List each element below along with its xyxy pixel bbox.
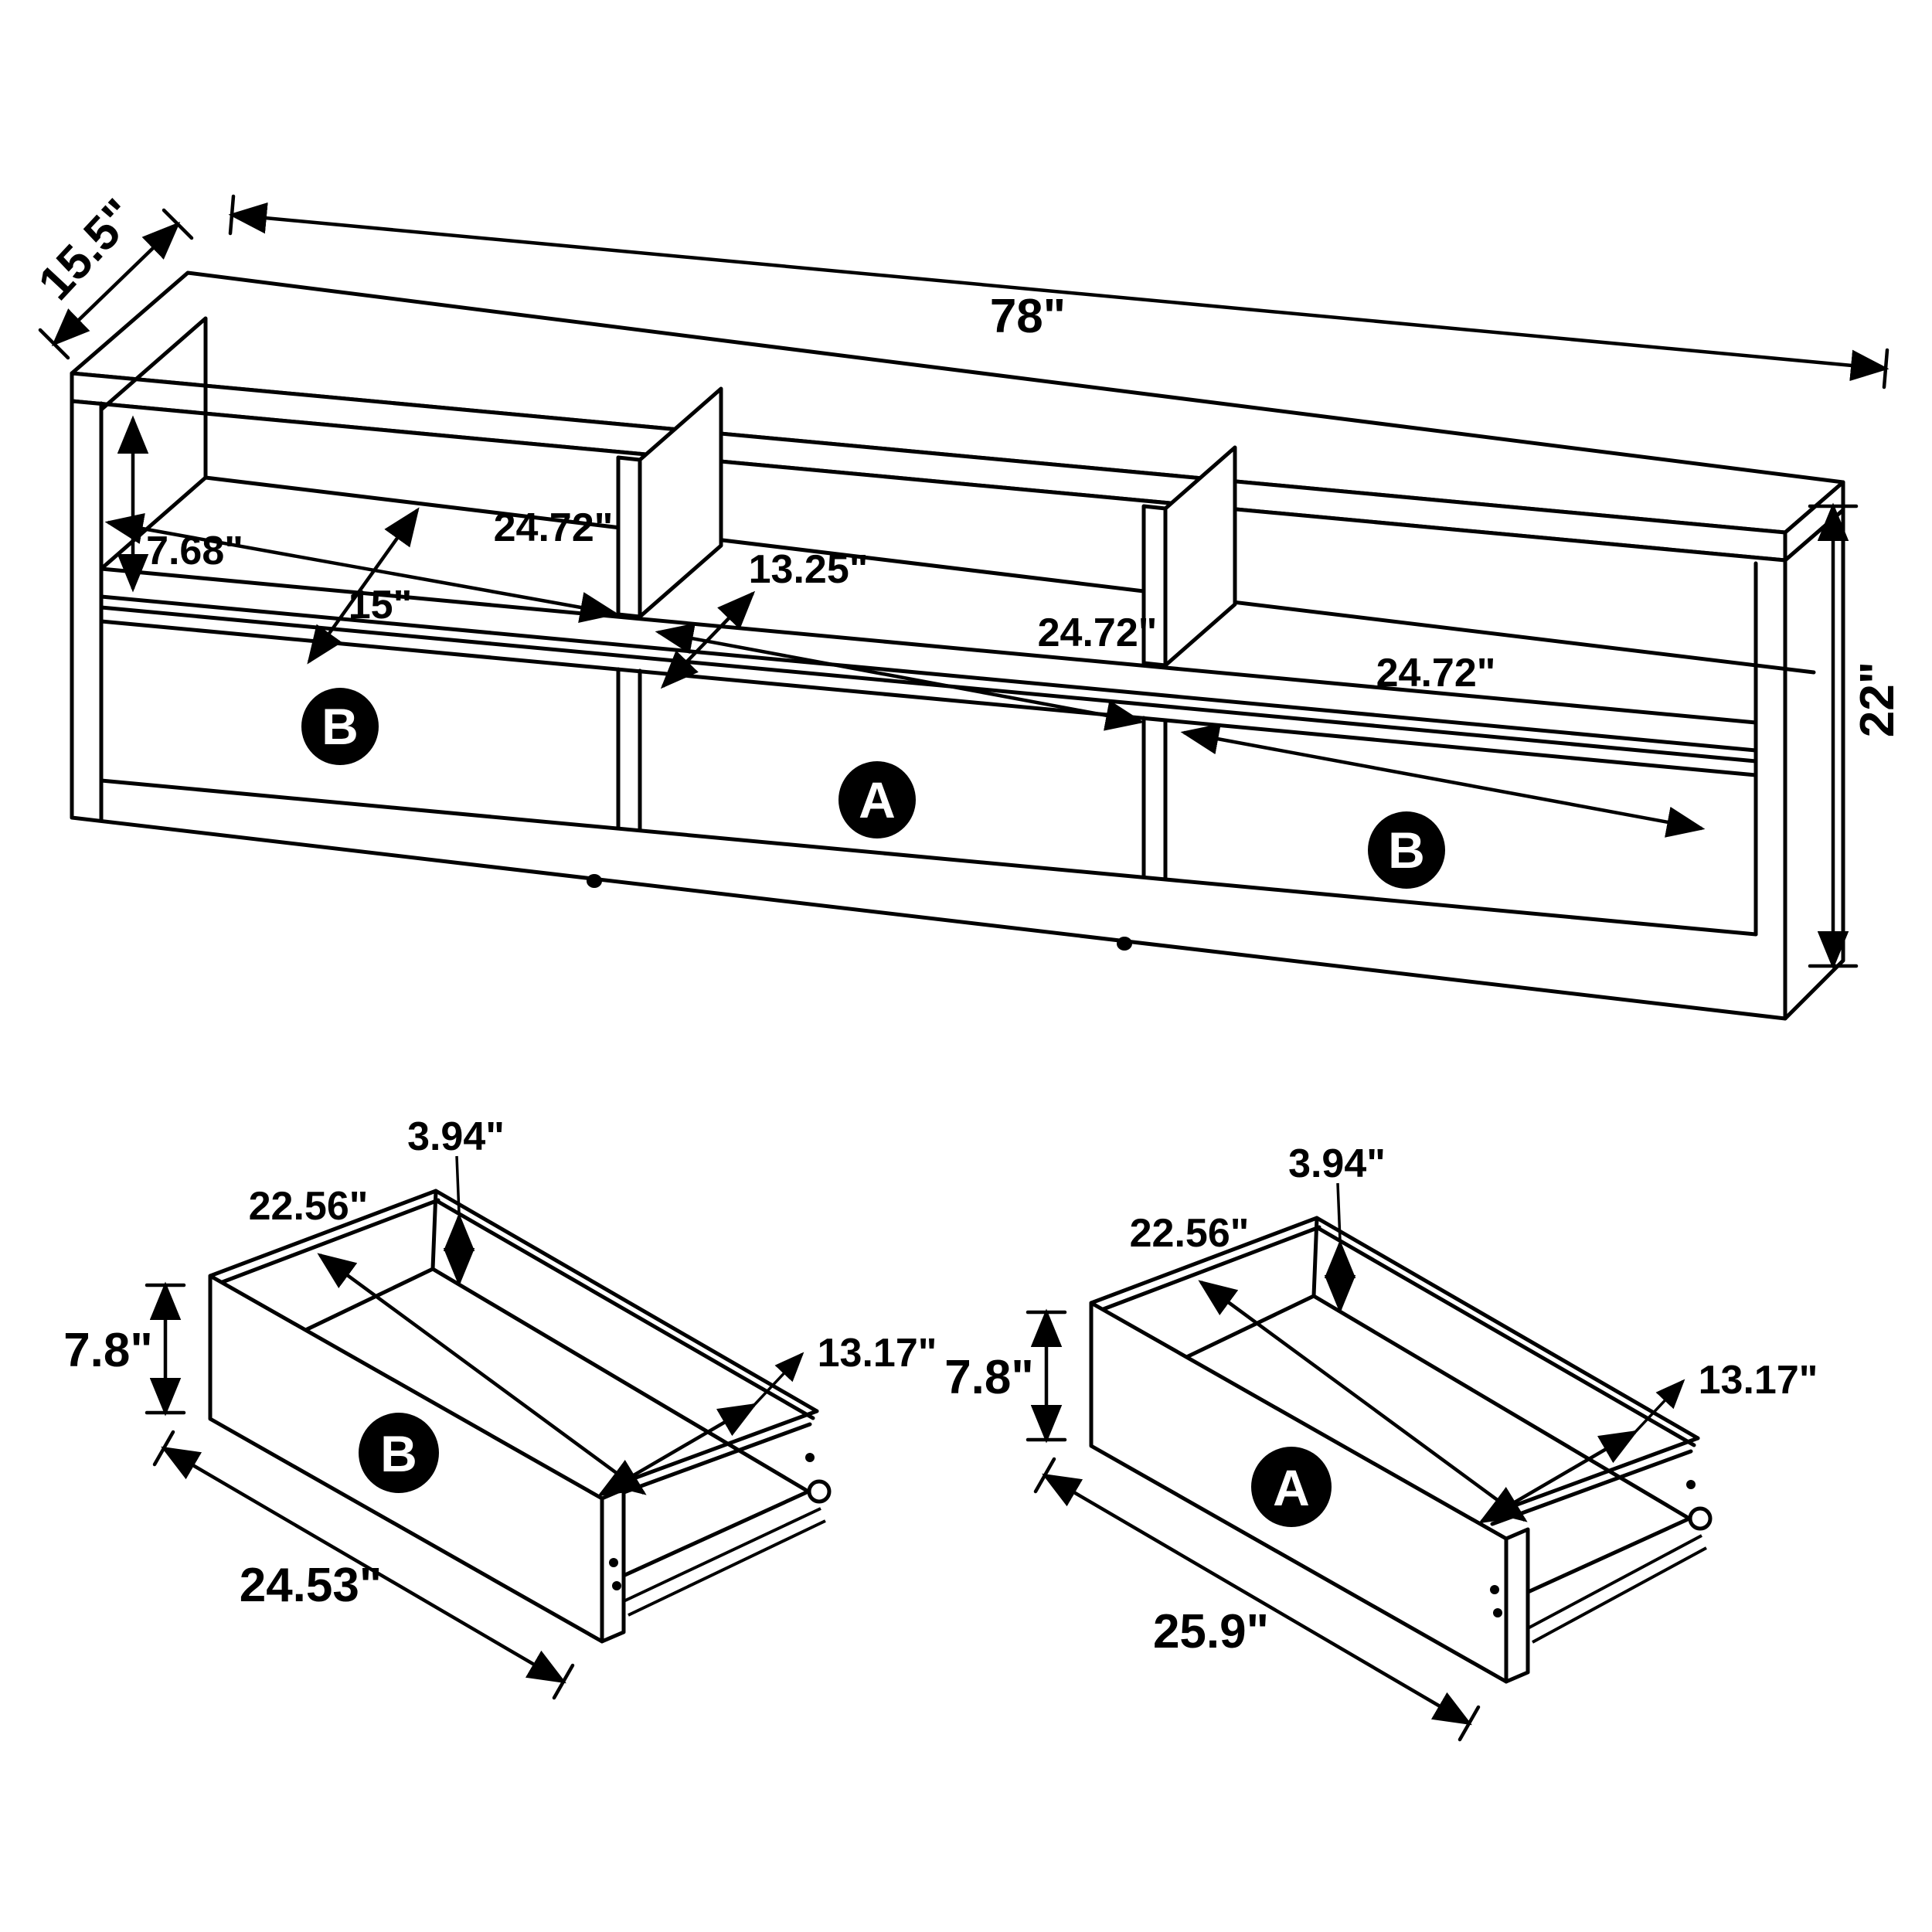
console-badge-middle xyxy=(838,761,916,838)
drawer-b-front-height-label: 7.8" xyxy=(63,1324,153,1377)
drawer-a-front-width-label: 25.9" xyxy=(1153,1605,1269,1658)
console-drawer-bottom-line xyxy=(99,778,1758,937)
drawer-a-inner-width-dim xyxy=(1478,1430,1638,1524)
drawer-a-screw-3 xyxy=(1686,1480,1696,1489)
console-depth-label: 15.5" xyxy=(29,189,147,311)
drawer-b-screw-3 xyxy=(805,1453,815,1462)
console-compartment3-dim xyxy=(1180,723,1706,838)
drawer-a-inner-height-label: 3.94" xyxy=(1288,1141,1386,1186)
console-divider1-front xyxy=(616,455,642,619)
drawer-b-inner-width-label: 13.17" xyxy=(818,1331,937,1376)
console-height-label: 22" xyxy=(1851,662,1904,737)
console-depth-dim-line xyxy=(51,221,181,347)
console-opening-height-label: 7.68" xyxy=(146,529,243,573)
drawer-a-wheel xyxy=(1688,1506,1713,1531)
console-compartment2-dim xyxy=(655,623,1145,731)
drawer-b: B 3.94" 22.56" 7.8" 13.17" 24.53" xyxy=(63,1114,937,1700)
console-divider-depth-label: 13.25" xyxy=(749,547,869,592)
drawer-a-slide-rail xyxy=(1527,1534,1707,1644)
drawer-a-right-wall xyxy=(1490,1436,1700,1526)
drawer-a-left-wall xyxy=(1089,1216,1321,1312)
drawer-b-front-width-dim xyxy=(161,1446,566,1684)
drawer-a-front-height-label: 7.8" xyxy=(944,1351,1034,1404)
drawer-b-slide-rail xyxy=(623,1507,826,1617)
console-structure: B A B xyxy=(70,270,1845,1021)
drawer-b-inner-height-label: 3.94" xyxy=(407,1114,505,1159)
drawer-a-inner-width-label: 13.17" xyxy=(1699,1358,1818,1403)
drawer-b-wheel xyxy=(807,1479,832,1504)
console-width-label: 78" xyxy=(990,290,1066,343)
console-shelf-depth-dim xyxy=(307,507,420,665)
console-badge-right-label: B xyxy=(1388,821,1425,879)
console-width-dim-line xyxy=(228,202,1889,381)
drawer-a-screw-2 xyxy=(1493,1608,1502,1617)
drawer-b-inner-length-dim xyxy=(317,1253,647,1495)
console-foot-peg-left xyxy=(587,874,602,888)
drawer-b-left-wall xyxy=(208,1189,440,1285)
console-shelf-depth-label: 15" xyxy=(349,583,413,628)
console-compartment1-label: 24.72" xyxy=(494,505,614,550)
drawer-a: A 3.94" 22.56" 7.8" 13.17" 25.9" xyxy=(944,1141,1818,1742)
drawer-b-inner-width-dim xyxy=(597,1403,757,1497)
console-badge-middle-label: A xyxy=(859,771,896,828)
console-badge-left xyxy=(301,688,379,765)
drawer-b-inner-length-label: 22.56" xyxy=(249,1184,369,1229)
drawer-a-screw-1 xyxy=(1490,1585,1499,1594)
drawer-a-front-edge xyxy=(1504,1527,1530,1684)
drawer-a-inner-length-label: 22.56" xyxy=(1130,1211,1250,1256)
drawer-b-right-wall xyxy=(609,1409,819,1499)
drawer-a-dimensions: 3.94" 22.56" 7.8" 13.17" 25.9" xyxy=(944,1141,1818,1742)
drawer-a-front-width-dim xyxy=(1042,1473,1472,1726)
console-foot-peg-right xyxy=(1117,937,1132,951)
console-compartment3-label: 24.72" xyxy=(1376,651,1496,696)
drawer-b-dimensions: 3.94" 22.56" 7.8" 13.17" 24.53" xyxy=(63,1114,937,1700)
console-divider2-front xyxy=(1141,504,1168,668)
console-drawer-gap-1 xyxy=(616,667,642,832)
console-drawer-gap-2 xyxy=(1141,716,1168,880)
console-compartment2-label: 24.72" xyxy=(1038,611,1158,655)
drawer-b-screw-2 xyxy=(612,1581,621,1590)
console-shelf-back-edge xyxy=(203,475,1816,675)
drawer-b-screw-1 xyxy=(609,1558,618,1567)
drawer-a-badge-label: A xyxy=(1273,1459,1310,1516)
console-badge-left-label: B xyxy=(321,698,359,755)
drawer-b-badge-label: B xyxy=(380,1425,417,1482)
drawer-b-front-width-label: 24.53" xyxy=(240,1559,383,1612)
